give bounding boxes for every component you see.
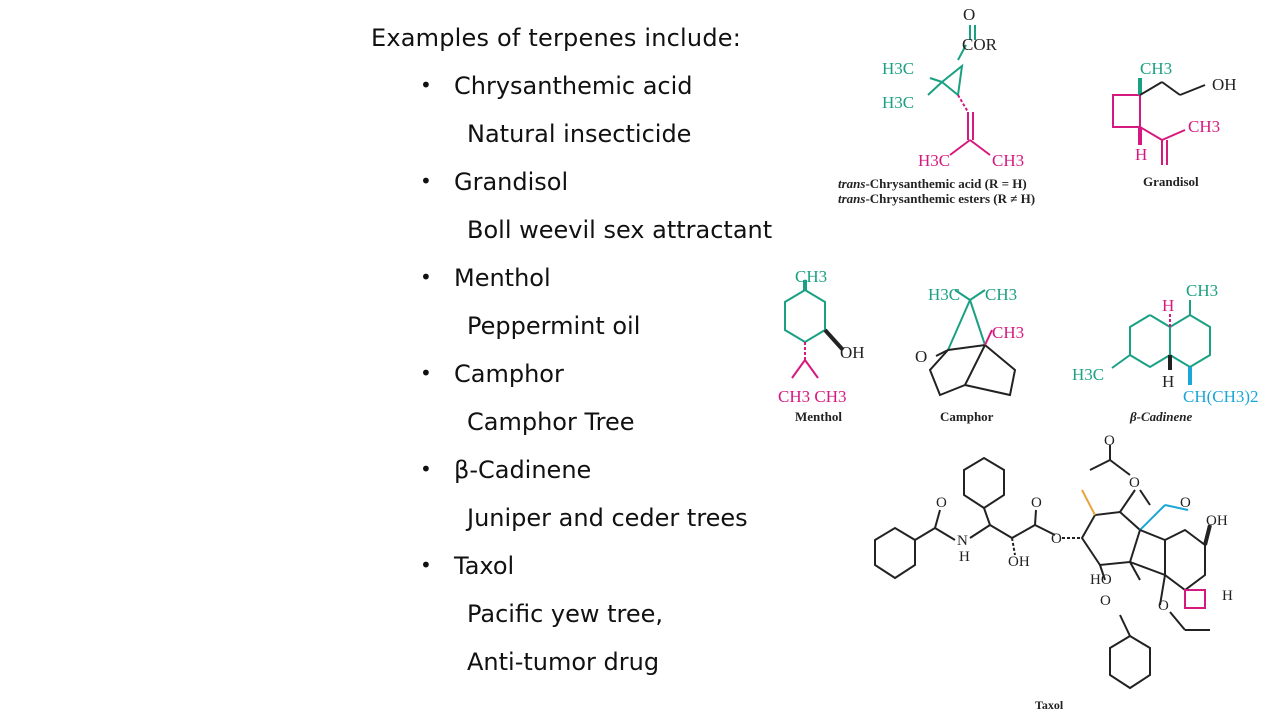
grandisol-ch3-label: CH3 (1188, 117, 1220, 136)
chrysanthemic-acid-structure (927, 25, 991, 156)
taxol-structure (874, 445, 1212, 690)
taxol-o-label: O (1104, 433, 1115, 449)
cadinene-ch-label: CH(CH3)2 (1183, 387, 1259, 406)
taxol-o-label: O (1031, 495, 1042, 511)
terpene-note: Anti-tumor drug (467, 648, 660, 676)
grandisol-oh-label: OH (1212, 75, 1237, 94)
terpene-name: Camphor (454, 360, 564, 388)
menthol-structure (784, 280, 845, 379)
bullet-marker: • (420, 73, 432, 97)
grandisol-caption: Grandisol (1143, 174, 1199, 189)
terpene-note: Natural insecticide (467, 120, 692, 148)
camphor-o-label: O (915, 347, 927, 366)
terpene-name: Taxol (454, 552, 515, 580)
taxol-n-label: N (957, 533, 968, 549)
chrys-ch3-label: CH3 (992, 151, 1024, 170)
taxol-h-label: H (1222, 588, 1233, 604)
chrys-caption-text: -Chrysanthemic esters (R ≠ H) (865, 191, 1035, 206)
bullet-marker: • (420, 169, 432, 193)
bullet-marker: • (420, 361, 432, 385)
taxol-oh-label: OH (1206, 513, 1228, 529)
intro-heading: Examples of terpenes include: (371, 24, 742, 52)
taxol-h-label: H (959, 549, 970, 565)
terpene-note: Pacific yew tree, (467, 600, 664, 628)
bullet-marker: • (420, 265, 432, 289)
taxol-oh-label: OH (1008, 554, 1030, 570)
chrys-caption-1: trans-Chrysanthemic acid (R = H) (838, 176, 1027, 191)
chrys-o-label: O (963, 5, 975, 24)
terpene-note: Peppermint oil (467, 312, 641, 340)
menthol-ch3-pair-label: CH3 CH3 (778, 387, 846, 406)
taxol-o-label: O (1180, 495, 1191, 511)
chrys-caption-prefix: trans (838, 176, 865, 191)
terpene-note: Boll weevil sex attractant (467, 216, 773, 244)
taxol-o-label: O (1158, 598, 1169, 614)
cadinene-caption: β-Cadinene (1129, 409, 1193, 424)
menthol-oh-label: OH (840, 343, 865, 362)
bullet-marker: • (420, 457, 432, 481)
cadinene-h-label: H (1162, 372, 1174, 391)
taxol-ho-label: HO (1090, 572, 1112, 588)
chrys-caption-text: -Chrysanthemic acid (R = H) (865, 176, 1026, 191)
cadinene-h3c-label: H3C (1072, 365, 1104, 384)
taxol-caption: Taxol (1035, 698, 1064, 712)
menthol-ch3-label: CH3 (795, 267, 827, 286)
camphor-ch3-label: CH3 (985, 285, 1017, 304)
chrys-h3c-label: H3C (882, 93, 914, 112)
cadinene-h-label: H (1162, 296, 1174, 315)
cadinene-ch3-label: CH3 (1186, 281, 1218, 300)
taxol-o-label: O (936, 495, 947, 511)
terpene-name: Chrysanthemic acid (454, 72, 693, 100)
terpene-note: Juniper and ceder trees (467, 504, 748, 532)
camphor-structure (928, 289, 1017, 397)
bullet-marker: • (420, 553, 432, 577)
taxol-o-label: O (1129, 475, 1140, 491)
camphor-h3c-label: H3C (928, 285, 960, 304)
chrys-h3c-label: H3C (882, 59, 914, 78)
menthol-caption: Menthol (795, 409, 842, 424)
grandisol-ch3-label: CH3 (1140, 59, 1172, 78)
camphor-ch3-label: CH3 (992, 323, 1024, 342)
chrys-caption-2: trans-Chrysanthemic esters (R ≠ H) (838, 191, 1035, 206)
text-column: Examples of terpenes include: • Chrysant… (371, 24, 773, 676)
chrys-cor-label: COR (962, 35, 998, 54)
grandisol-structure (1112, 78, 1206, 165)
taxol-o-label: O (1051, 531, 1062, 547)
camphor-caption: Camphor (940, 409, 994, 424)
taxol-o-label: O (1100, 593, 1111, 609)
chrys-caption-prefix: trans (838, 191, 865, 206)
beta-cadinene-structure (1111, 300, 1211, 385)
chrys-h3c-label: H3C (918, 151, 950, 170)
terpene-note: Camphor Tree (467, 408, 635, 436)
grandisol-h-label: H (1135, 145, 1147, 164)
terpene-name: Menthol (454, 264, 551, 292)
terpene-name: β-Cadinene (454, 456, 592, 484)
terpene-name: Grandisol (454, 168, 569, 196)
